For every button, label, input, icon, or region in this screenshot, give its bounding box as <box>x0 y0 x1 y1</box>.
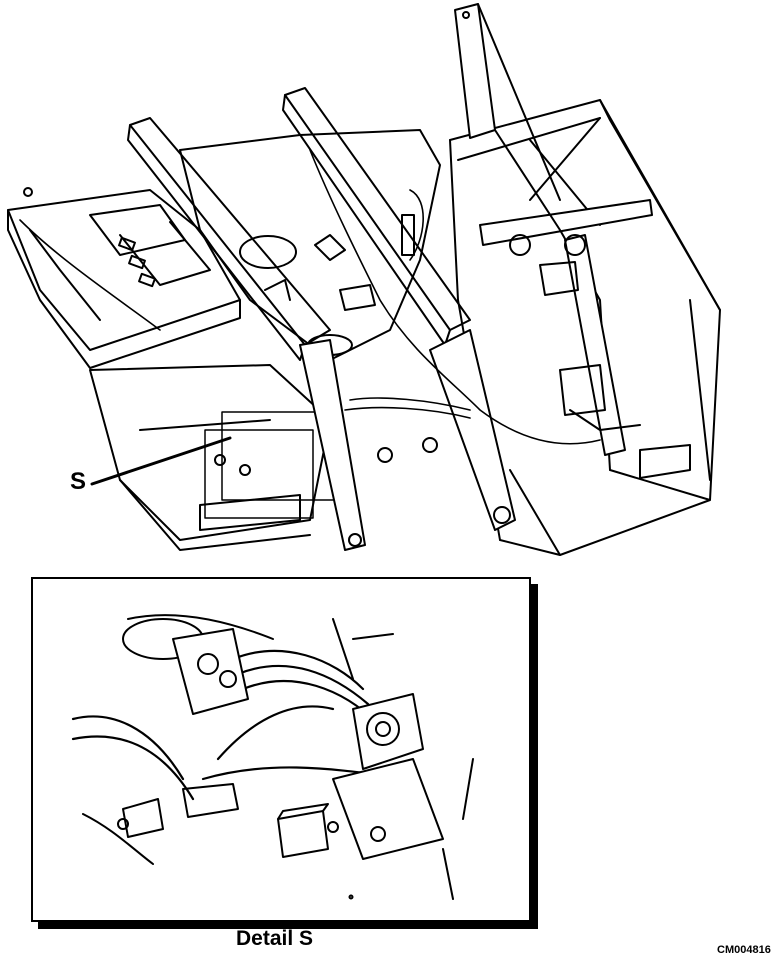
callout-label-s: S <box>70 468 87 495</box>
detail-s-drawing <box>71 614 474 900</box>
detail-mounting-plate <box>332 758 444 860</box>
detail-component-housing <box>352 693 424 770</box>
connector-plug <box>422 437 438 453</box>
left-deck-panel <box>7 187 241 369</box>
frame-rail-lower-left <box>299 339 366 551</box>
detail-s-inset <box>31 577 531 922</box>
frame-rail-lower <box>429 329 516 531</box>
detail-junction-box <box>277 810 329 858</box>
detail-caption: Detail S <box>236 927 314 950</box>
cab-frame-cage <box>449 99 721 556</box>
lower-left-box <box>89 364 331 551</box>
callout-s-leader <box>90 436 232 486</box>
vertical-post <box>454 3 561 231</box>
chassis-drawing <box>7 3 721 556</box>
figure-id: CM004816 <box>717 944 771 956</box>
frame-rail-center <box>282 87 471 346</box>
connector-plug <box>377 447 393 463</box>
